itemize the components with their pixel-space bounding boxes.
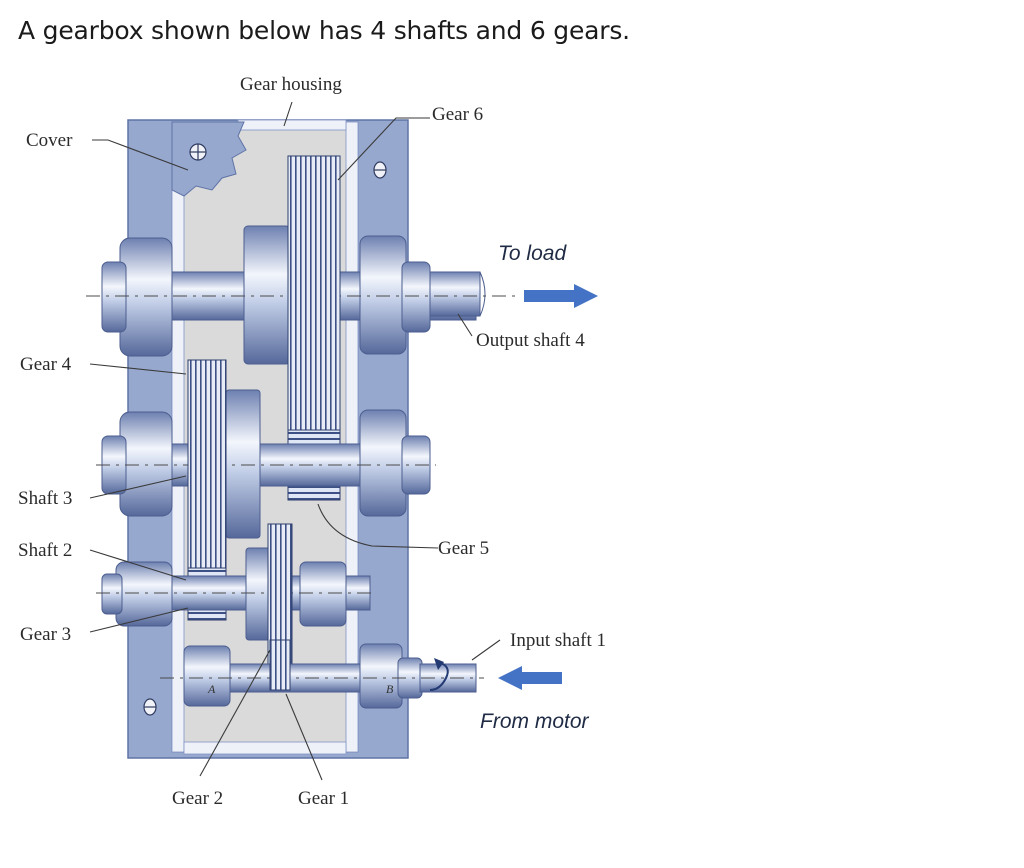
housing-screw-icon xyxy=(373,161,387,179)
gear2-label: Gear 2 xyxy=(172,788,223,809)
input-shaft-label: Input shaft 1 xyxy=(510,630,606,651)
shaft-3 xyxy=(96,389,436,539)
gear-6 xyxy=(287,155,341,501)
bearing-a-label: A xyxy=(207,682,216,696)
shaft-2 xyxy=(96,547,372,641)
from-motor-label: From motor xyxy=(480,710,590,733)
shaft2-label: Shaft 2 xyxy=(18,540,72,561)
gear-housing-label: Gear housing xyxy=(240,74,342,95)
gear6-label: Gear 6 xyxy=(432,104,483,125)
cover-screw-icon xyxy=(189,143,207,161)
input-shaft-1 xyxy=(160,643,484,709)
to-load-arrow-icon xyxy=(524,284,598,308)
from-motor-arrow-icon xyxy=(498,666,562,690)
leader-lines xyxy=(89,101,501,781)
base-screw-icon xyxy=(143,698,157,716)
gear5-label: Gear 5 xyxy=(438,538,489,559)
cover-cutaway xyxy=(171,121,247,197)
gear1-label: Gear 1 xyxy=(298,788,349,809)
gear3-label: Gear 3 xyxy=(20,624,71,645)
gear4-label: Gear 4 xyxy=(20,354,72,375)
bearing-b-label: B xyxy=(386,682,394,696)
cover-label: Cover xyxy=(26,130,73,151)
to-load-label: To load xyxy=(498,242,567,265)
rotation-arrow-icon xyxy=(429,661,449,691)
question-text: A gearbox shown below has 4 shafts and 6… xyxy=(18,16,630,45)
output-shaft-label: Output shaft 4 xyxy=(476,330,585,351)
gear-1 xyxy=(269,639,291,691)
shaft3-label: Shaft 3 xyxy=(18,488,72,509)
